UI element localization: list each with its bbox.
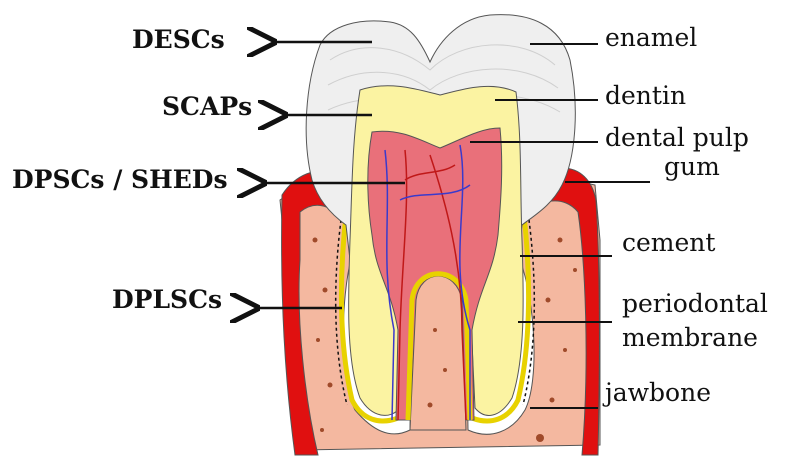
label-dental-pulp: dental pulp xyxy=(605,123,749,152)
inter-root-bone xyxy=(410,276,466,430)
label-descs: DESCs xyxy=(132,25,225,54)
label-periodontal: periodontal xyxy=(622,289,768,318)
label-gum: gum xyxy=(664,152,720,181)
label-enamel: enamel xyxy=(605,23,697,52)
label-scaps: SCAPs xyxy=(162,92,252,121)
label-jawbone: jawbone xyxy=(602,378,711,407)
label-membrane: membrane xyxy=(622,323,758,352)
label-dpscs-sheds: DPSCs / SHEDs xyxy=(12,165,228,194)
label-dentin: dentin xyxy=(605,81,686,110)
label-dplscs: DPLSCs xyxy=(112,285,222,314)
label-cement: cement xyxy=(622,228,715,257)
